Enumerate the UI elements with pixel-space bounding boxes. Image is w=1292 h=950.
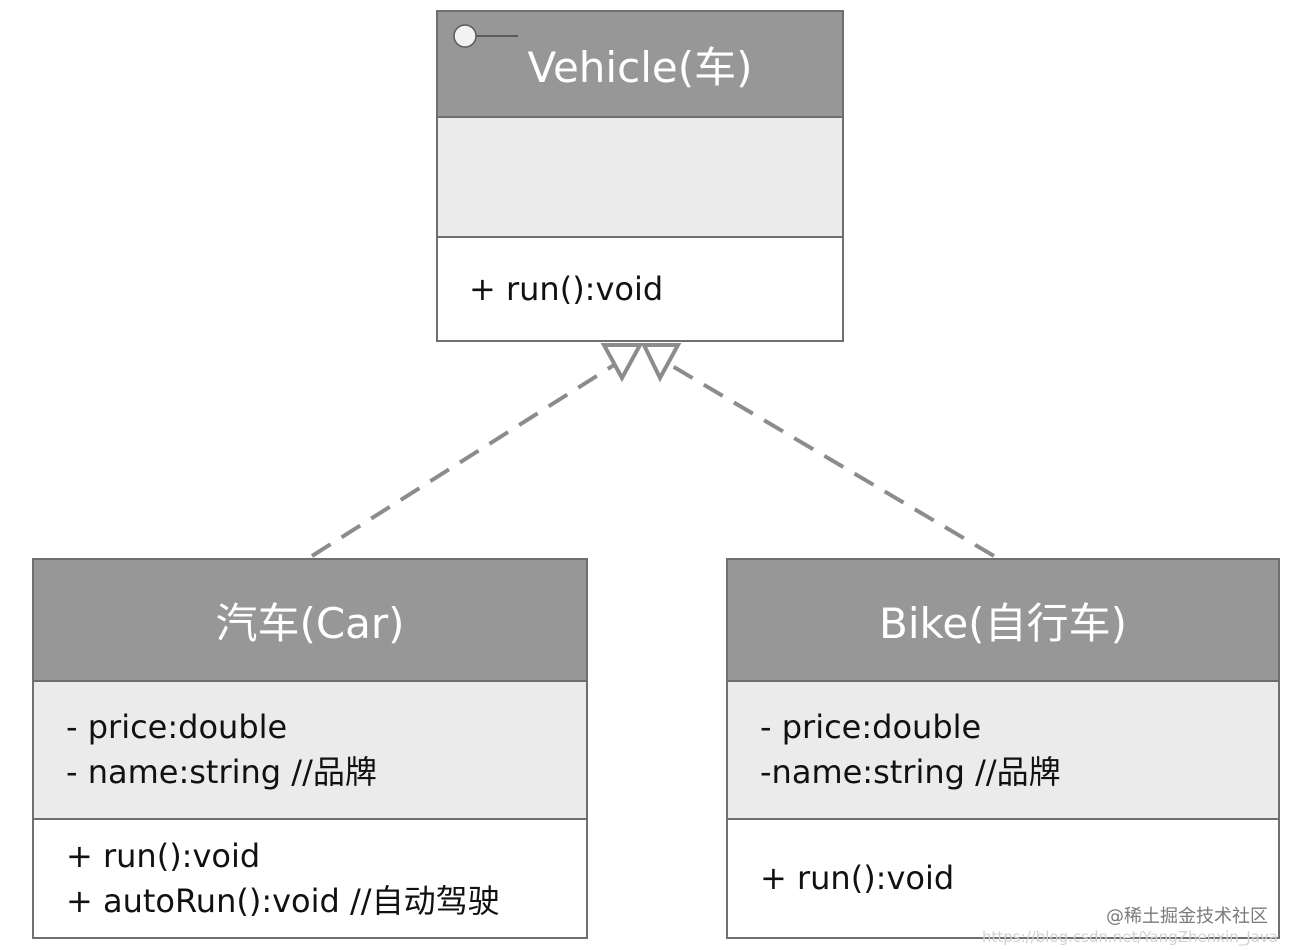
- bike-realization-line: [660, 358, 996, 558]
- bike-class-box[interactable]: Bike(自行车) - price:double -name:string //…: [726, 558, 1280, 939]
- vehicle-class-header: Vehicle(车): [438, 12, 842, 118]
- bike-attribute-price: - price:double: [760, 708, 982, 746]
- car-realization-line: [310, 358, 624, 558]
- bike-attribute-name: -name:string //品牌: [760, 753, 1061, 791]
- bike-class-header: Bike(自行车): [728, 560, 1278, 682]
- car-attributes-section: - price:double - name:string //品牌: [34, 682, 586, 820]
- car-methods-section: + run():void + autoRun():void //自动驾驶: [34, 820, 586, 937]
- vehicle-class-name: Vehicle(车): [527, 42, 753, 92]
- car-class-box[interactable]: 汽车(Car) - price:double - name:string //品…: [32, 558, 588, 939]
- car-class-header: 汽车(Car): [34, 560, 586, 682]
- car-method-autorun: + autoRun():void //自动驾驶: [66, 881, 500, 920]
- vehicle-methods-section: + run():void: [438, 238, 842, 340]
- vehicle-method-run: + run():void: [469, 269, 664, 308]
- watermark-text: @稀土掘金技术社区: [1106, 906, 1268, 927]
- vehicle-class-box[interactable]: Vehicle(车) + run():void: [436, 10, 844, 342]
- bike-attributes-section: - price:double -name:string //品牌: [728, 682, 1278, 820]
- car-attribute-name: - name:string //品牌: [66, 753, 377, 791]
- bike-methods-section: + run():void: [728, 820, 1278, 937]
- bike-method-run: + run():void: [760, 859, 955, 897]
- car-attribute-price: - price:double: [66, 708, 288, 746]
- watermark-url: https://blog.csdn.net/YangZhenxin_Java: [981, 928, 1278, 946]
- car-class-name: 汽车(Car): [215, 598, 405, 648]
- car-method-run: + run():void: [66, 836, 261, 875]
- bike-realization-arrowhead: [640, 343, 682, 383]
- car-realization-arrowhead: [600, 343, 644, 383]
- bike-class-name: Bike(自行车): [879, 598, 1127, 648]
- interface-icon: [453, 24, 518, 48]
- vehicle-attributes-section: [438, 118, 842, 238]
